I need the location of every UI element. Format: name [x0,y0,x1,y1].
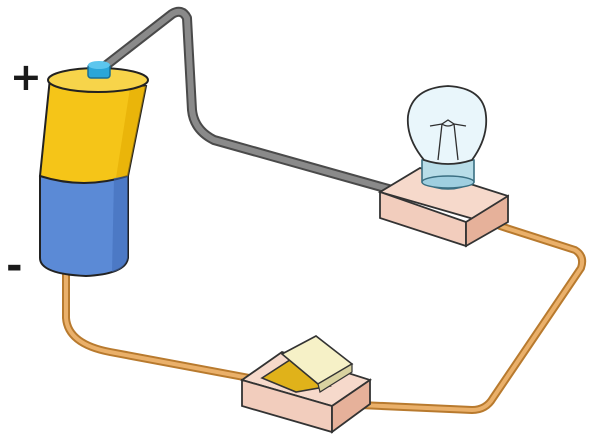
negative-terminal-label: - [6,243,23,289]
positive-wire [95,6,397,195]
positive-terminal-label: + [10,55,42,99]
switch [239,335,373,434]
return-wire [62,222,587,414]
battery [38,61,149,278]
switch-rocker [260,335,354,393]
bulb-filament [429,119,467,161]
battery-positive-cap [87,61,111,79]
bulb-base [377,167,510,248]
light-bulb [377,85,510,248]
